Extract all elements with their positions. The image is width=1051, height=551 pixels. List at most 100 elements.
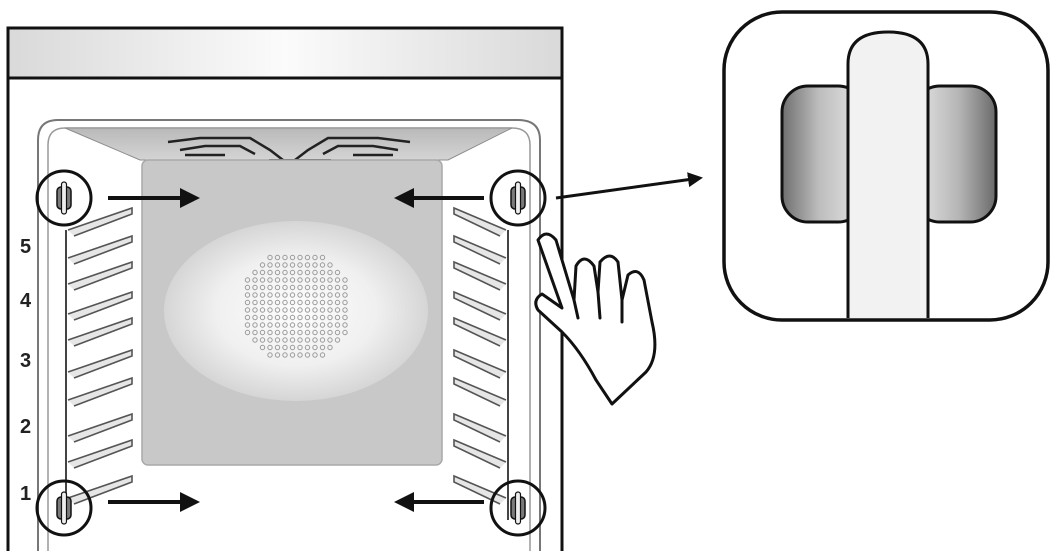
grill-element-icon	[167, 136, 411, 161]
vent-hole	[304, 269, 311, 276]
vent-hole	[267, 299, 273, 306]
vent-hole	[274, 254, 281, 261]
vent-hole	[319, 277, 326, 283]
fastener-highlight-circle	[489, 479, 547, 537]
vent-hole	[274, 337, 281, 343]
shelf-rail	[67, 348, 133, 379]
vent-hole	[327, 269, 333, 276]
clip-strap	[60, 181, 68, 215]
shelf-rail	[453, 234, 507, 265]
oven-top-band	[6, 26, 564, 80]
vent-hole	[327, 322, 333, 328]
vent-hole	[282, 284, 288, 291]
vent-hole	[252, 322, 258, 328]
vent-hole	[297, 352, 303, 358]
vent-hole	[244, 307, 251, 313]
vent-hole	[312, 292, 318, 298]
vent-hole	[327, 344, 333, 351]
vent-hole	[289, 292, 296, 298]
vent-hole	[312, 277, 318, 283]
vent-hole	[252, 284, 258, 291]
clip-fastener-icon[interactable]	[489, 169, 547, 227]
vent-hole	[334, 292, 341, 298]
vent-hole	[289, 322, 296, 328]
shelf-rail	[453, 316, 507, 347]
vent-hole	[327, 337, 333, 343]
vent-hole	[267, 269, 273, 276]
vent-hole	[274, 262, 281, 268]
vent-hole	[267, 292, 273, 298]
vent-hole	[327, 284, 333, 291]
vent-hole	[319, 292, 326, 298]
shelf-rail	[67, 234, 133, 265]
clip-fastener-icon[interactable]	[35, 169, 93, 227]
vent-hole	[304, 277, 311, 283]
clip-fastener-icon[interactable]	[35, 479, 93, 537]
vent-hole	[282, 314, 288, 321]
shelf-rail	[67, 438, 133, 469]
vent-hole	[282, 337, 288, 343]
vent-hole	[304, 307, 311, 313]
vent-hole	[259, 277, 266, 283]
vent-hole	[274, 314, 281, 321]
vent-hole	[267, 307, 273, 313]
vent-hole	[244, 284, 251, 291]
vent-hole	[282, 269, 288, 276]
clip-fastener-icon[interactable]	[489, 479, 547, 537]
shelf-rail	[67, 474, 133, 505]
vent-hole	[259, 322, 266, 328]
vent-hole	[297, 322, 303, 328]
vent-hole	[334, 322, 341, 328]
vent-hole	[282, 299, 288, 306]
vent-hole	[274, 344, 281, 351]
vent-hole	[342, 322, 348, 328]
vent-hole	[282, 262, 288, 268]
vent-hole	[267, 337, 273, 343]
vent-hole	[289, 254, 296, 261]
vent-hole	[267, 352, 273, 358]
vent-hole	[319, 344, 326, 351]
vent-hole	[259, 292, 266, 298]
shelf-level-label: 1	[20, 483, 31, 505]
direction-arrows	[108, 172, 703, 512]
fastener-detail-inset	[722, 10, 1050, 322]
vent-hole	[304, 352, 311, 358]
vent-hole	[297, 307, 303, 313]
vent-hole	[252, 299, 258, 306]
shelf-rail	[67, 412, 133, 443]
vent-hole	[267, 344, 273, 351]
vent-hole	[282, 292, 288, 298]
clip-strap	[60, 491, 68, 525]
shelf-level-label: 5	[20, 236, 31, 258]
vent-hole	[304, 262, 311, 268]
vent-hole	[282, 352, 288, 358]
vent-hole	[334, 284, 341, 291]
vent-hole	[259, 307, 266, 313]
panel-fasteners	[35, 169, 547, 537]
vent-hole	[274, 269, 281, 276]
vent-hole	[297, 337, 303, 343]
shelf-rail	[67, 206, 133, 237]
vent-hole	[312, 254, 318, 261]
vent-hole	[319, 322, 326, 328]
vent-hole	[297, 262, 303, 268]
fastener-highlight-circle	[489, 169, 547, 227]
vent-hole	[304, 322, 311, 328]
vent-hole	[259, 284, 266, 291]
shelf-rail	[453, 290, 507, 321]
vent-hole	[319, 269, 326, 276]
vent-hole	[267, 314, 273, 321]
vent-hole	[252, 292, 258, 298]
shelf-rail	[67, 260, 133, 291]
vent-hole	[259, 337, 266, 343]
vent-hole	[289, 337, 296, 343]
vent-hole	[327, 307, 333, 313]
vent-hole	[282, 329, 288, 336]
vent-hole	[304, 284, 311, 291]
vent-hole	[297, 254, 303, 261]
vent-hole	[244, 329, 251, 336]
vent-hole	[297, 314, 303, 321]
clip-strap	[514, 181, 522, 215]
oven-ceiling	[64, 127, 513, 161]
